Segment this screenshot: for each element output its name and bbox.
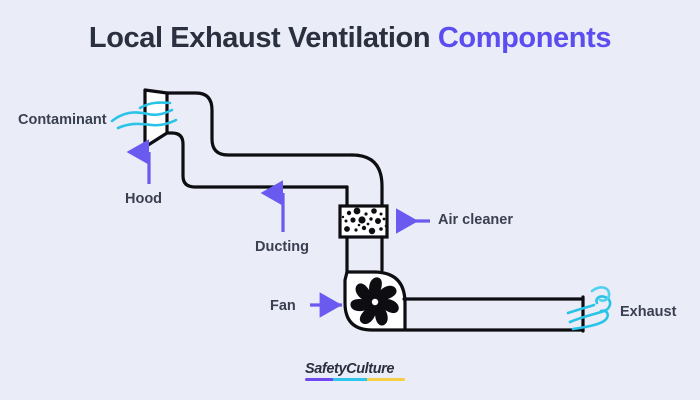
fan bbox=[343, 270, 407, 332]
duct-elbow-outer bbox=[350, 153, 384, 209]
page-title-accent: Components bbox=[437, 22, 612, 54]
exhaust-swirl-3 bbox=[571, 309, 609, 331]
hood-body bbox=[143, 88, 169, 149]
label-ducting: Ducting bbox=[255, 239, 309, 255]
exhaust-duct bbox=[402, 295, 585, 333]
exhaust-swirl-1 bbox=[568, 295, 612, 324]
exhaust-airflow bbox=[566, 286, 612, 331]
hood bbox=[143, 88, 169, 149]
page-title: Local Exhaust Ventilation Components bbox=[0, 22, 700, 55]
contaminant-stream-2 bbox=[116, 118, 178, 130]
duct-elbow-to-cleaner bbox=[345, 153, 384, 209]
duct-inner-wall bbox=[165, 131, 349, 189]
exhaust-swirl-4 bbox=[590, 286, 611, 302]
safetyculture-logo: SafetyCulture bbox=[305, 362, 409, 386]
ducting-pipe bbox=[165, 91, 354, 189]
logo-underline-bar bbox=[305, 378, 405, 381]
label-air-cleaner: Air cleaner bbox=[438, 212, 513, 228]
label-hood: Hood bbox=[125, 191, 163, 207]
logo-wordmark: SafetyCulture bbox=[305, 361, 395, 377]
contaminant-stream-3 bbox=[138, 101, 172, 110]
contaminant-airflow bbox=[110, 101, 178, 130]
air-cleaner-particles bbox=[341, 207, 388, 235]
fan-impeller bbox=[350, 277, 399, 326]
air-cleaner bbox=[338, 204, 389, 239]
label-exhaust: Exhaust bbox=[620, 304, 677, 320]
exhaust-swirl-2 bbox=[566, 303, 596, 315]
annotation-arrows bbox=[126, 139, 430, 318]
label-contaminant: Contaminant bbox=[18, 112, 107, 128]
label-fan: Fan bbox=[270, 298, 296, 314]
page-title-primary: Local Exhaust Ventilation bbox=[88, 22, 431, 54]
contaminant-stream-1 bbox=[110, 108, 174, 123]
duct-outer-wall bbox=[165, 91, 354, 157]
